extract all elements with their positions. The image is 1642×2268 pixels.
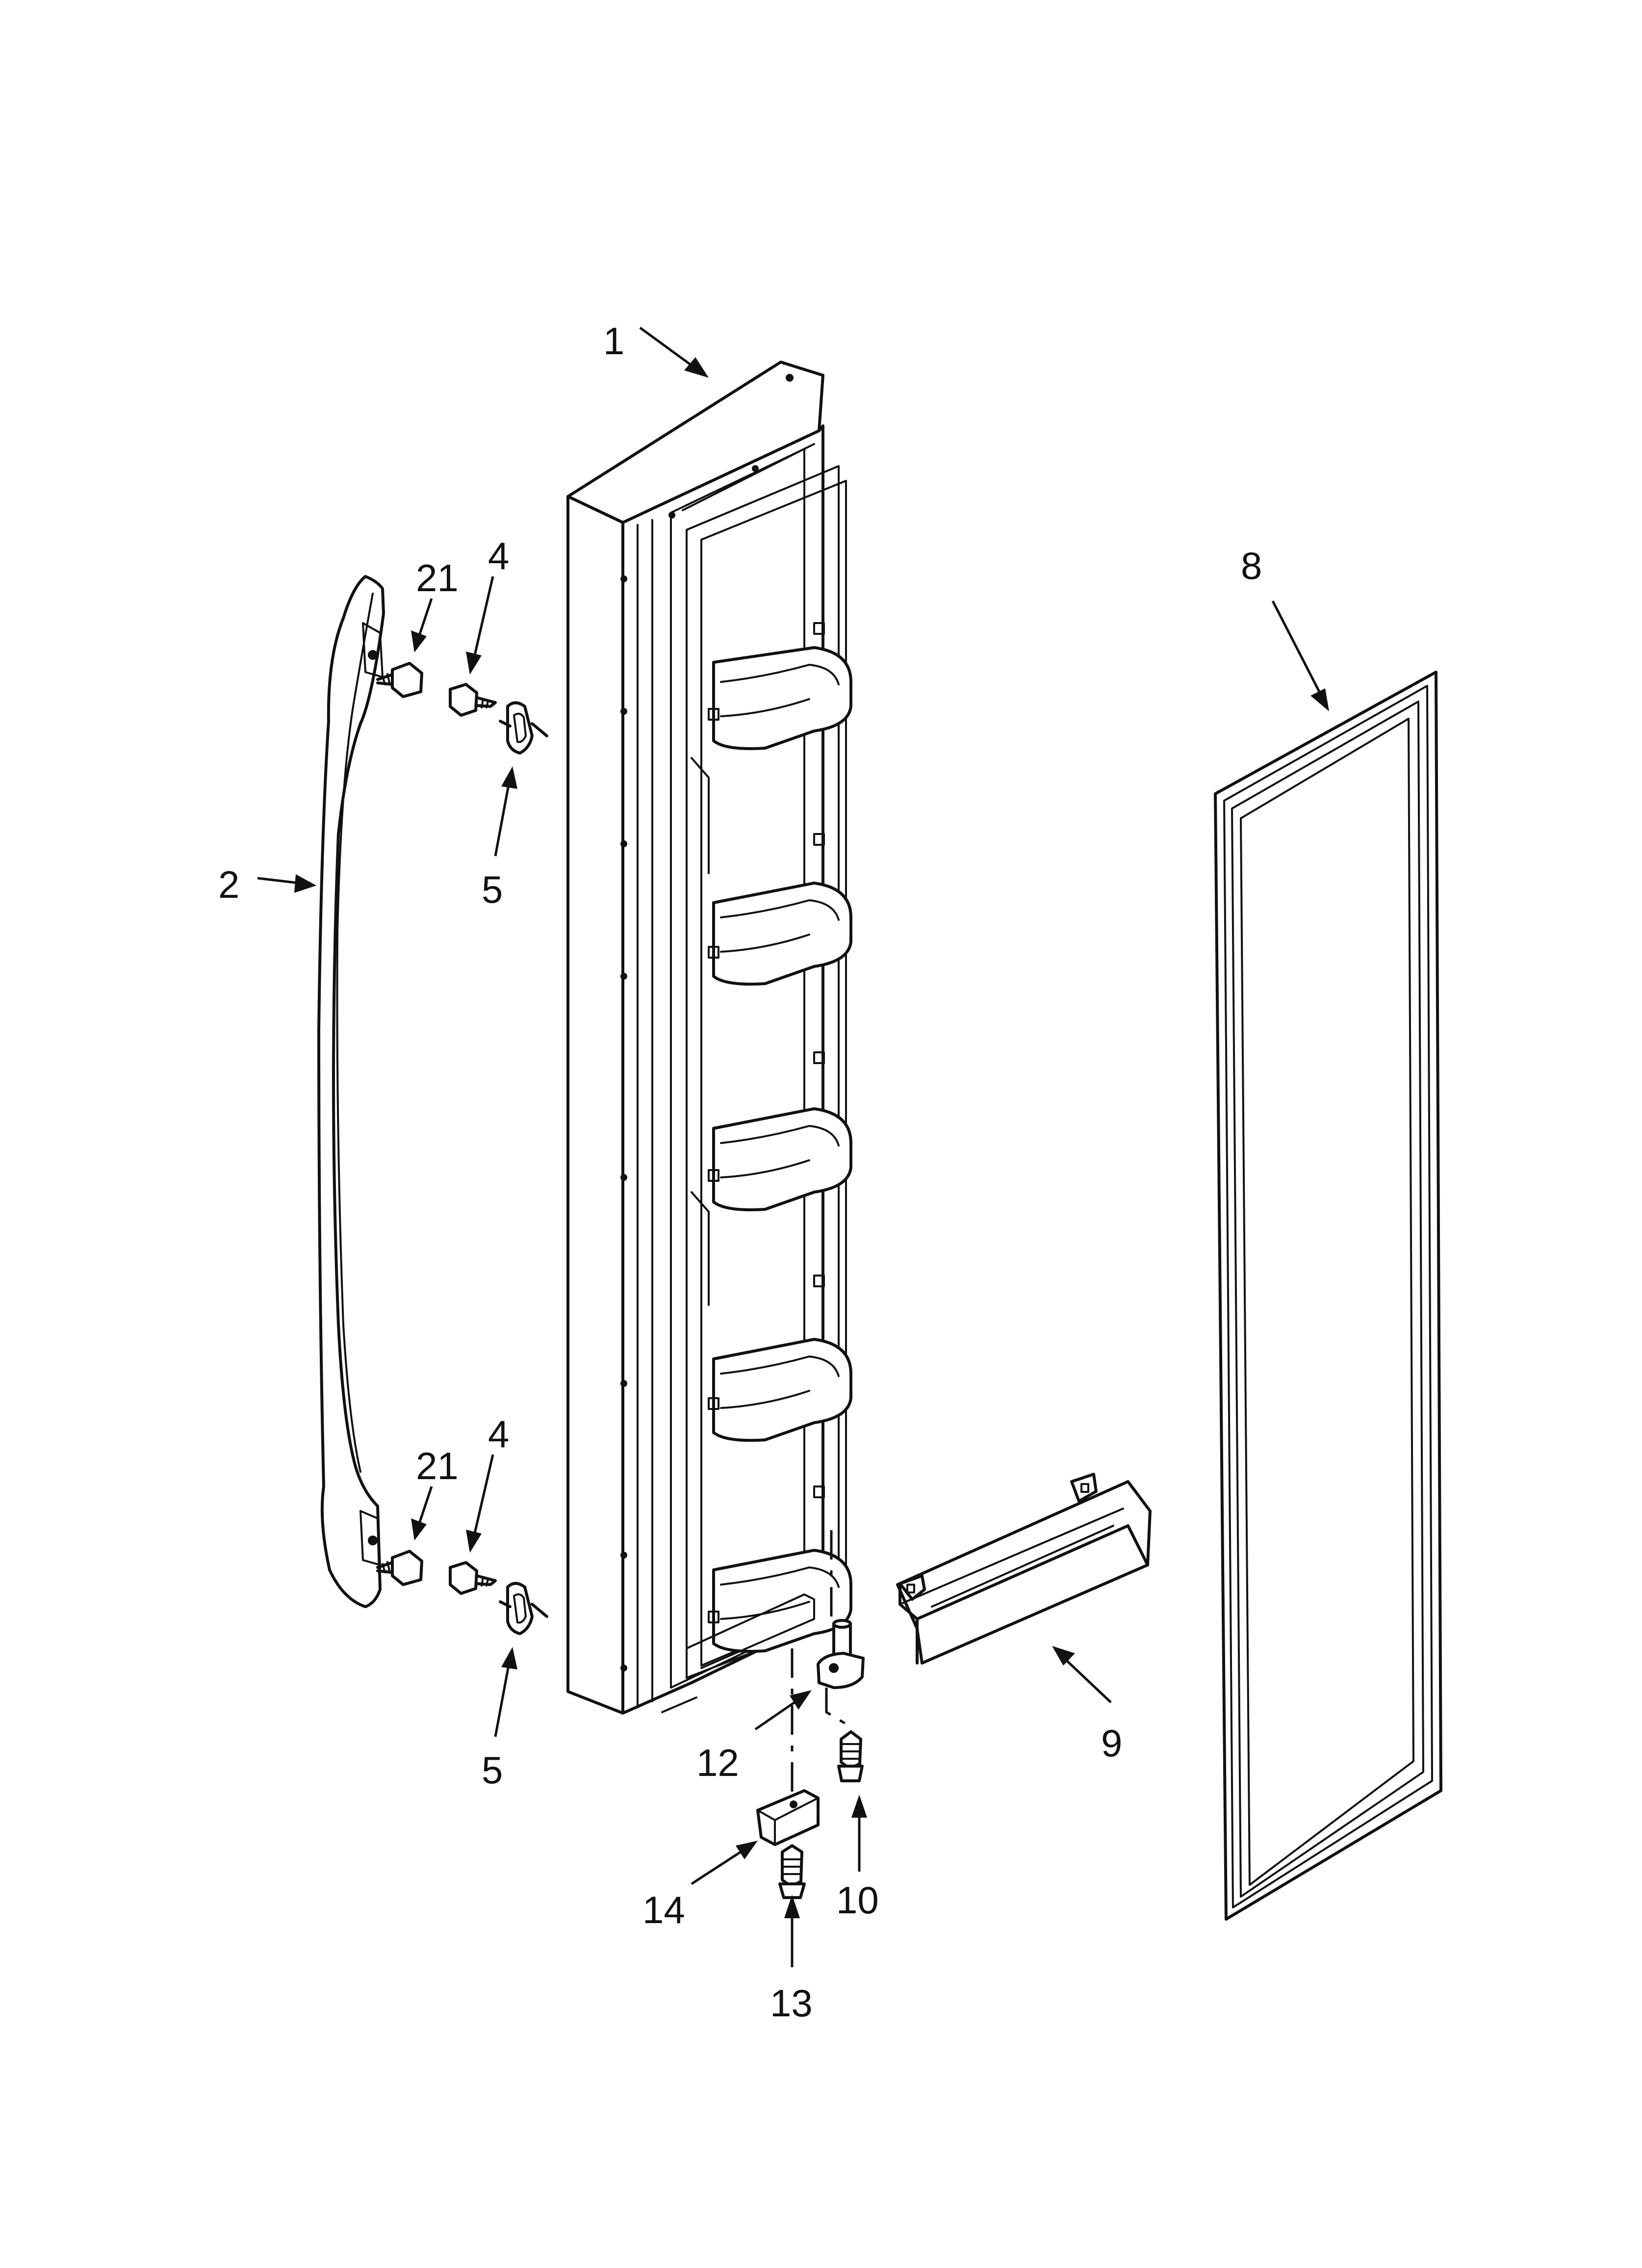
callout-12: 12 — [696, 1741, 739, 1784]
callout-5-upper: 5 — [482, 868, 503, 911]
screw-13 — [778, 1844, 806, 1899]
hinge-bracket-14 — [756, 1789, 820, 1846]
callout-4-upper: 4 — [488, 534, 509, 577]
leader-14 — [691, 1841, 758, 1885]
screw-21-upper — [376, 662, 423, 698]
callout-8: 8 — [1241, 544, 1262, 587]
hinge-pin-12 — [817, 1619, 865, 1689]
callout-10: 10 — [836, 1878, 879, 1922]
leader-8 — [1271, 600, 1329, 711]
leader-21-upper — [411, 598, 433, 652]
screw-4-upper — [449, 683, 497, 717]
callout-13: 13 — [770, 1981, 813, 2025]
leader-2 — [257, 874, 316, 893]
door-shelf-4 — [708, 1275, 852, 1442]
leader-12 — [754, 1690, 812, 1731]
leader-13 — [784, 1895, 800, 1967]
callout-14: 14 — [642, 1888, 685, 1931]
callout-5-lower: 5 — [482, 1748, 503, 1792]
screw-4-lower — [449, 1561, 497, 1595]
door-bin — [896, 1473, 1152, 1665]
leader-4-upper — [466, 576, 494, 675]
callout-2: 2 — [218, 863, 239, 906]
leader-4-lower — [466, 1454, 494, 1553]
door-shelf-2 — [708, 833, 852, 986]
leader-9 — [1052, 1646, 1112, 1703]
screw-10 — [837, 1730, 864, 1782]
leader-5-upper — [494, 766, 517, 857]
door-panel — [566, 361, 852, 1715]
door-shelf-1 — [708, 622, 852, 750]
callout-21-lower: 21 — [416, 1444, 459, 1487]
clip-5-lower — [499, 1582, 548, 1635]
leader-5-lower — [494, 1647, 517, 1737]
callout-4-lower: 4 — [488, 1412, 509, 1456]
door-handle — [317, 575, 385, 1608]
leader-10 — [851, 1795, 867, 1872]
callout-9: 9 — [1101, 1721, 1122, 1765]
door-shelf-3 — [708, 1051, 852, 1211]
leader-1 — [639, 326, 709, 378]
callout-21-upper: 21 — [416, 556, 459, 600]
leader-21-lower — [411, 1486, 433, 1540]
door-gasket — [1214, 671, 1442, 1921]
assembly-line-right — [825, 1688, 852, 1728]
clip-5-upper — [499, 701, 548, 755]
callout-1: 1 — [603, 319, 624, 363]
screw-21-lower — [376, 1550, 423, 1586]
